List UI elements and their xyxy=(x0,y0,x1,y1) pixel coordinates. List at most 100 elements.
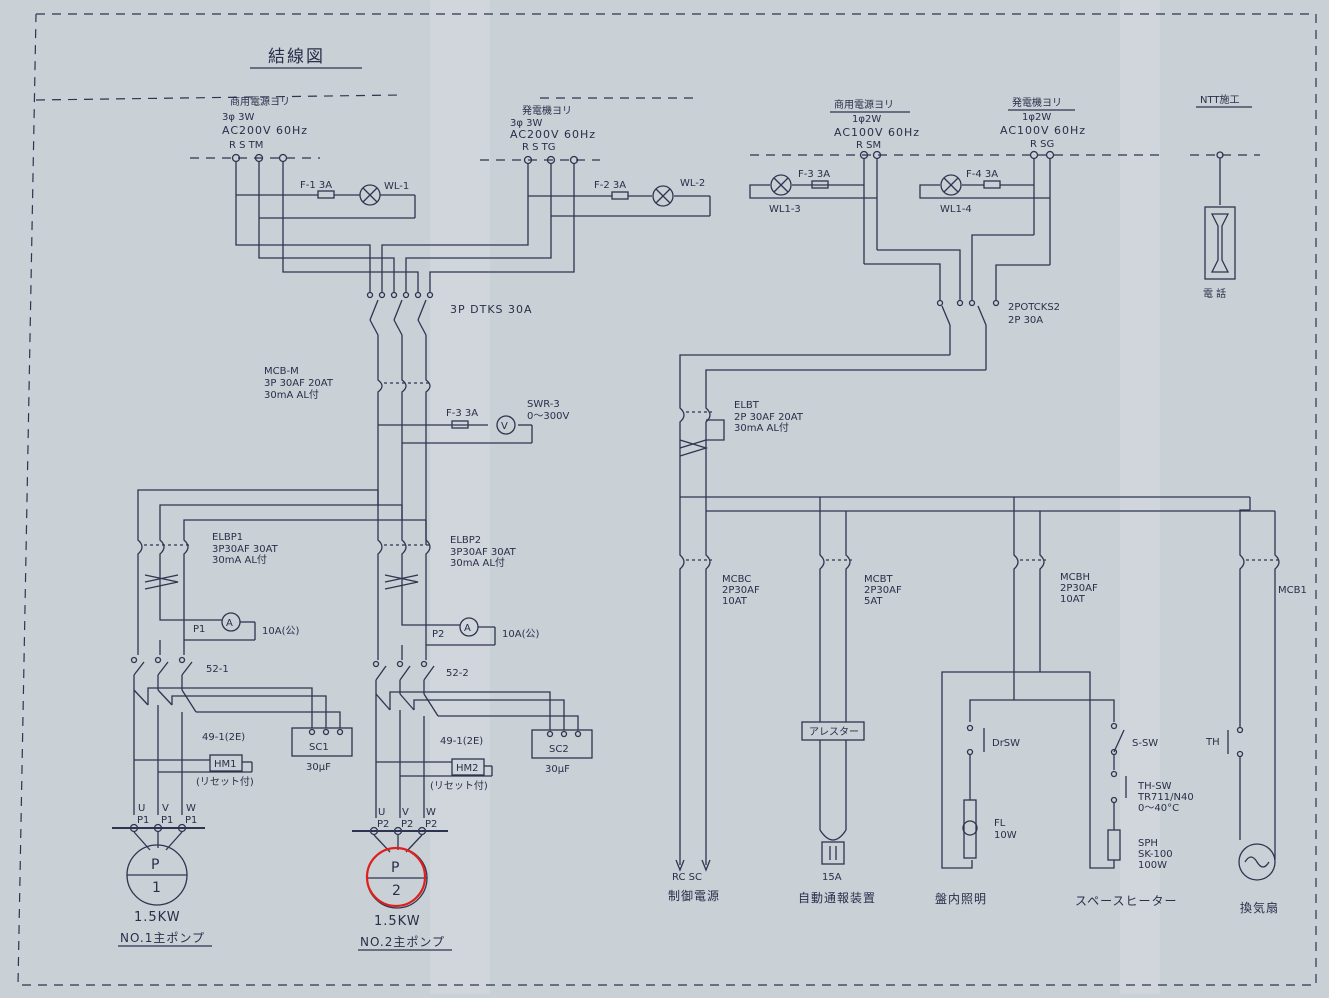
fl-label-2: 10W xyxy=(994,830,1017,841)
svg-text:商用電源ヨリ: 商用電源ヨリ xyxy=(230,95,290,108)
sc2-capacitor-icon: SC2 xyxy=(531,729,593,759)
ptcks-switch-icon xyxy=(936,299,1000,370)
mcb1-label: MCB1 xyxy=(1278,585,1307,596)
svg-text:P: P xyxy=(151,857,159,873)
sheet-border xyxy=(17,13,1317,986)
fuse-f4-label: F-4 3A xyxy=(966,169,998,180)
mcbh-label-3: 10AT xyxy=(1060,594,1086,605)
pump2-terminals: U V W P2 P2 P2 xyxy=(352,807,448,853)
mcbc-breaker-icon xyxy=(675,545,712,872)
lighting-label: 盤内照明 xyxy=(935,892,987,906)
sc1-capacitor-icon: SC1 xyxy=(291,727,353,757)
svg-text:3φ 3W: 3φ 3W xyxy=(510,118,543,129)
svg-text:P2: P2 xyxy=(401,819,413,830)
control-power-label: 制御電源 xyxy=(668,888,720,903)
svg-text:V: V xyxy=(501,421,508,432)
mcbt-breaker-icon xyxy=(819,545,852,865)
svg-text:R S TG: R S TG xyxy=(522,142,556,153)
elbt-label-3: 30mA AL付 xyxy=(734,421,789,434)
diagram-title: 結線図 xyxy=(268,47,325,67)
pump2-power: 1.5KW xyxy=(374,914,421,929)
rcsc-label: RC SC xyxy=(672,872,702,883)
svg-text:SC2: SC2 xyxy=(549,744,569,755)
fuse-f2-label: F-2 3A xyxy=(594,180,626,191)
svg-text:発電機ヨリ: 発電機ヨリ xyxy=(522,104,572,117)
sc2-value: 30μF xyxy=(545,764,570,775)
contactor-52-1-label: 52-1 xyxy=(206,664,229,675)
source-commercial-1ph: 商用電源ヨリ 1φ2W AC100V 60Hz R SM xyxy=(830,98,920,151)
ptcks-label-1: 2POTCKS2 xyxy=(1008,302,1060,313)
contactor-52-2-label: 52-2 xyxy=(446,668,469,679)
mcbh-label-1: MCBH xyxy=(1060,572,1090,583)
svg-text:AC100V 60Hz: AC100V 60Hz xyxy=(834,126,920,139)
fl-label-1: FL xyxy=(994,818,1006,829)
thsw-label-2: TR711/N40 xyxy=(1137,792,1194,803)
svg-text:A: A xyxy=(226,618,233,629)
svg-text:A: A xyxy=(464,623,471,634)
svg-text:P1: P1 xyxy=(161,815,173,826)
elbp2-breaker-icon xyxy=(377,530,432,610)
elbt-breaker-icon xyxy=(679,400,725,480)
hm2-reset: (リセット付) xyxy=(430,779,488,792)
door-switch-icon xyxy=(966,724,985,800)
svg-text:R SG: R SG xyxy=(1030,139,1054,150)
lamp-wl14-label: WL1-4 xyxy=(940,204,972,215)
mcbc-label-1: MCBC xyxy=(722,574,751,585)
elbp2-label-1: ELBP2 xyxy=(450,535,481,546)
mcbt-label-2: 2P30AF xyxy=(864,585,902,596)
svg-text:発電機ヨリ: 発電機ヨリ xyxy=(1012,96,1062,109)
pump1-name: NO.1主ポンプ xyxy=(120,931,205,945)
lamp-wl13-label: WL1-3 xyxy=(769,204,801,215)
svg-text:1: 1 xyxy=(152,880,161,896)
th-label: TH xyxy=(1205,737,1220,748)
sph-label-1: SPH xyxy=(1138,838,1158,849)
contactor-52-1-icon xyxy=(130,656,197,713)
svg-text:2: 2 xyxy=(392,883,401,899)
mcbt-label-1: MCBT xyxy=(864,574,893,585)
svg-text:P1: P1 xyxy=(137,815,149,826)
mcbh-breaker-icon xyxy=(941,545,1115,869)
highlight-circle xyxy=(365,846,427,908)
ptcks-label-2: 2P 30A xyxy=(1008,315,1043,326)
svg-text:SC1: SC1 xyxy=(309,742,329,753)
source-commercial-3ph: 商用電源ヨリ 3φ 3W AC200V 60Hz R S TM xyxy=(222,95,308,151)
svg-text:P: P xyxy=(391,860,399,876)
svg-text:1φ2W: 1φ2W xyxy=(1022,112,1051,123)
alarm-amp-label: 15A xyxy=(822,872,842,883)
pump1-motor-icon: P 1 xyxy=(126,844,188,906)
elbp1-breaker-icon xyxy=(137,530,190,610)
source-generator-1ph: 発電機ヨリ 1φ2W AC100V 60Hz R SG xyxy=(1000,96,1085,150)
ssw-label: S-SW xyxy=(1132,738,1158,749)
elbp2-label-3: 30mA AL付 xyxy=(450,556,505,569)
hm2-meter-icon: HM2 xyxy=(451,758,485,776)
fuse-f3v-label: F-3 3A xyxy=(446,408,478,419)
lamp-wl2-label: WL-2 xyxy=(680,178,705,189)
thsw-label-3: 0～40°C xyxy=(1138,803,1179,814)
svg-text:W: W xyxy=(426,807,436,818)
svg-text:HM1: HM1 xyxy=(214,759,237,770)
svg-text:AC200V 60Hz: AC200V 60Hz xyxy=(222,124,308,137)
fuse-f1-label: F-1 3A xyxy=(300,180,332,191)
svg-text:R SM: R SM xyxy=(856,140,881,151)
elbp1-label-3: 30mA AL付 xyxy=(212,553,267,566)
ammeter2-icon: A xyxy=(459,617,479,637)
heater-label: スペースヒーター xyxy=(1075,894,1178,908)
svg-text:1φ2W: 1φ2W xyxy=(852,114,881,125)
svg-text:AC200V 60Hz: AC200V 60Hz xyxy=(510,128,596,141)
lamp-wl1-icon xyxy=(359,184,381,206)
source-ntt: NTT施工 xyxy=(1196,93,1252,108)
fan-label: 換気扇 xyxy=(1240,900,1279,915)
lamp-wl14-icon xyxy=(940,174,962,196)
svg-text:HM2: HM2 xyxy=(456,763,479,774)
svg-text:3φ 3W: 3φ 3W xyxy=(222,112,255,123)
elbt-label-2: 2P 30AF 20AT xyxy=(734,412,804,423)
heater-switch-icon xyxy=(1107,722,1127,861)
mcbc-label-2: 2P30AF xyxy=(722,585,760,596)
elbp1-label-2: 3P30AF 30AT xyxy=(212,544,279,555)
pump2-ammeter-range: 10A(公) xyxy=(502,629,539,640)
dtks-label: 3P DTKS 30A xyxy=(450,303,533,316)
svg-text:U: U xyxy=(378,807,385,818)
elbt-label-1: ELBT xyxy=(734,400,760,411)
svg-text:W: W xyxy=(186,803,196,814)
